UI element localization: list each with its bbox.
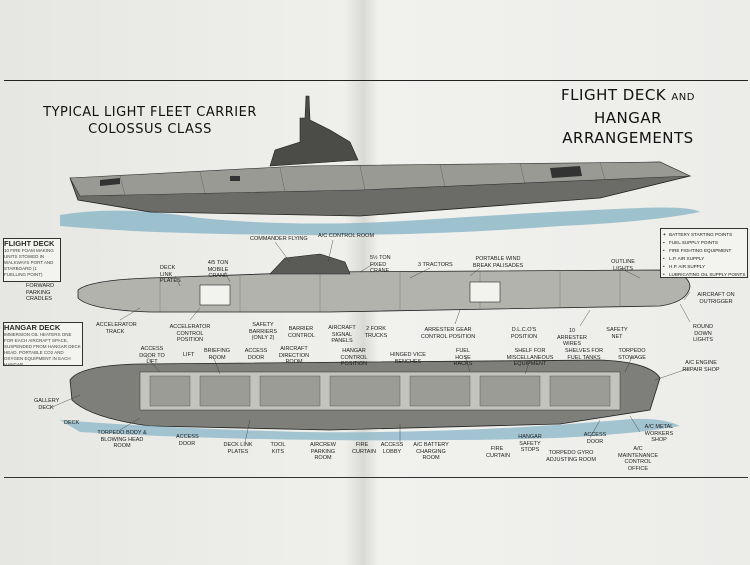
label-gallery-deck: GALLERY DECK <box>34 398 60 411</box>
label-torpedo-blowing: TORPEDO BODY & BLOWING HEAD ROOM <box>97 430 147 449</box>
legend-symbol: ▪ <box>663 240 665 245</box>
legend-symbol: • <box>663 248 665 253</box>
label-round-down-lights: ROUND DOWN LIGHTS <box>692 324 714 343</box>
label-access-door-lift: ACCESS DOOR TO LIFT <box>139 346 165 365</box>
label-accelerator-track: ACCELERATOR TRACK <box>96 322 137 335</box>
legend-row: +BATTERY STARTING POINTS <box>663 231 745 239</box>
label-commander-flying: COMMANDER FLYING <box>250 236 308 242</box>
flight-deck-note-box: FLIGHT DECK 10 FIRE FOAM MAKING UNITS ST… <box>3 238 61 282</box>
legend-label: FIRE FIGHTING EQUIPMENT <box>669 248 732 253</box>
title-right: FLIGHT DECK AND HANGAR ARRANGEMENTS <box>528 85 728 148</box>
label-battery-charging: A/C BATTERY CHARGING ROOM <box>413 442 449 461</box>
title-hangar: HANGAR <box>593 109 663 127</box>
title-flight-deck: FLIGHT DECK <box>561 86 667 104</box>
flight-deck-note-text: 10 FIRE FOAM MAKING UNITS STOWED IN WALK… <box>4 248 54 277</box>
label-briefing-room: BRIEFING ROOM <box>204 348 230 361</box>
forward-lift <box>199 284 231 306</box>
label-hangar-control: HANGAR CONTROL POSITION <box>340 348 368 367</box>
legend-label: BATTERY STARTING POINTS <box>669 232 733 237</box>
title-and: AND <box>671 92 695 103</box>
legend-symbol: • <box>663 264 665 269</box>
label-deck-link-plates-bottom: DECK LINK PLATES <box>223 442 253 455</box>
legend-label: L.P. AIR SUPPLY <box>669 256 705 261</box>
water-splash-top <box>60 207 700 236</box>
hangar-deck-note-text: IMMERSION OIL HEATERS ONE FOR EACH AIRCR… <box>4 332 81 367</box>
legend-row: ▪ FUEL SUPPLY POINTS <box>663 239 745 247</box>
legend-row: • L.P. AIR SUPPLY <box>663 255 745 263</box>
label-accelerator-control: ACCELERATOR CONTROL POSITION <box>169 324 211 343</box>
label-access-lobby: ACCESS LOBBY <box>380 442 404 455</box>
diagram-frame <box>4 80 748 478</box>
label-metal-workers: A/C METAL WORKERS SHOP <box>644 424 674 443</box>
label-arrester-wires: 10 ARRESTER WIRES <box>557 328 587 347</box>
label-outline-lights: OUTLINE LIGHTS <box>611 259 635 272</box>
label-fixed-crane: 5½ TON FIXED CRANE <box>370 255 391 274</box>
label-deck: DECK <box>64 420 80 426</box>
legend-label: FUEL SUPPLY POINTS <box>669 240 718 245</box>
label-tool-kits: TOOL KITS <box>270 442 286 455</box>
leader-lines <box>49 239 691 443</box>
label-arrester-gear: ARRESTER GEAR CONTROL POSITION <box>420 327 476 340</box>
label-torpedo-stowage: TORPEDO STOWAGE <box>618 348 646 361</box>
label-windbreak: PORTABLE WIND BREAK PALISADES <box>472 256 524 269</box>
label-ac-control-room: A/C CONTROL ROOM <box>318 233 375 239</box>
flight-deck-plan <box>77 269 691 313</box>
label-access-door-right: ACCESS DOOR <box>583 432 607 445</box>
label-aircraft-direction: AIRCRAFT DIRECTION ROOM <box>278 346 310 365</box>
hangar-deck-note-box: HANGAR DECK IMMERSION OIL HEATERS ONE FO… <box>3 322 83 367</box>
label-torpedo-gyro: TORPEDO GYRO ADJUSTING ROOM <box>546 450 596 463</box>
label-aircraft-signal-panels: AIRCRAFT SIGNAL PANELS <box>328 325 356 344</box>
title-left: TYPICAL LIGHT FLEET CARRIER COLOSSUS CLA… <box>25 104 275 138</box>
label-barrier-control: BARRIER CONTROL <box>288 326 315 339</box>
legend-label: LUBRICATING OIL SUPPLY POINTS <box>669 272 746 277</box>
title-left-line2: COLOSSUS CLASS <box>88 122 212 137</box>
label-safety-barriers: SAFETY BARRIERS (ONLY 2) <box>248 322 278 341</box>
label-fuel-hose-racks: FUEL HOSE RACKS <box>453 348 473 367</box>
legend-row: • FIRE FIGHTING EQUIPMENT <box>663 247 745 255</box>
label-deck-link-plates-top: DECK LINK PLATES <box>160 265 181 284</box>
legend-symbol: • <box>663 256 665 261</box>
label-engine-repair: A/C ENGINE REPAIR SHOP <box>682 360 720 373</box>
label-fire-curtain-left: FIRE CURTAIN <box>352 442 376 455</box>
label-shelf-misc: SHELF FOR MISCELLANEOUS EQUIPMENT <box>506 348 554 367</box>
title-right-line1: FLIGHT DECK AND HANGAR <box>528 85 728 128</box>
aft-lift <box>469 281 501 303</box>
label-safety-net: SAFETY NET <box>606 327 628 340</box>
legend-row: • H.P. AIR SUPPLY <box>663 263 745 271</box>
hangar-deck-note-title: HANGAR DECK <box>4 323 61 332</box>
label-shelves-fuel: SHELVES FOR FUEL TANKS <box>564 348 604 361</box>
island-plan <box>269 253 351 275</box>
label-mobile-crane: 4/5 TON MOBILE CRANE <box>207 260 229 279</box>
label-tractors: 3 TRACTORS <box>418 262 453 268</box>
label-aircraft-outrigger: AIRCRAFT ON OUTRIGGER <box>697 292 735 305</box>
label-maintenance-office: A/C MAINTENANCE CONTROL OFFICE <box>617 446 659 472</box>
title-left-line1: TYPICAL LIGHT FLEET CARRIER <box>43 105 257 120</box>
label-access-door-bottom: ACCESS DOOR <box>176 434 199 447</box>
label-lift: LIFT <box>183 352 195 358</box>
title-right-line2: ARRANGEMENTS <box>562 129 694 147</box>
label-access-door-top: ACCESS DOOR <box>244 348 268 361</box>
deck-lines-top <box>119 161 606 196</box>
label-forward-parking: FORWARD PARKING CRADLES <box>26 283 55 302</box>
island-top <box>269 95 359 167</box>
legend-symbol: • <box>663 272 665 277</box>
carrier-deck-top <box>69 161 691 197</box>
legend-symbol: + <box>663 232 666 237</box>
flight-deck-note-title: FLIGHT DECK <box>4 239 55 248</box>
label-fire-curtain-right: FIRE CURTAIN <box>486 446 510 459</box>
symbol-legend: +BATTERY STARTING POINTS ▪ FUEL SUPPLY PO… <box>660 228 748 278</box>
label-dlcos: D.L.C.O'S POSITION <box>510 327 538 340</box>
label-hangar-safety: HANGAR SAFETY STOPS <box>518 434 542 453</box>
legend-label: H.P. AIR SUPPLY <box>669 264 706 269</box>
legend-row: • LUBRICATING OIL SUPPLY POINTS <box>663 271 745 279</box>
label-aircrew-parking: AIRCREW PARKING ROOM <box>310 442 336 461</box>
hangar-bays <box>149 375 611 407</box>
label-hinged-vice: HINGED VICE BENCHES <box>390 352 426 365</box>
label-fork-trucks: 2 FORK TRUCKS <box>364 326 388 339</box>
aircraft-top <box>100 166 582 186</box>
water-splash-bottom <box>60 418 680 441</box>
